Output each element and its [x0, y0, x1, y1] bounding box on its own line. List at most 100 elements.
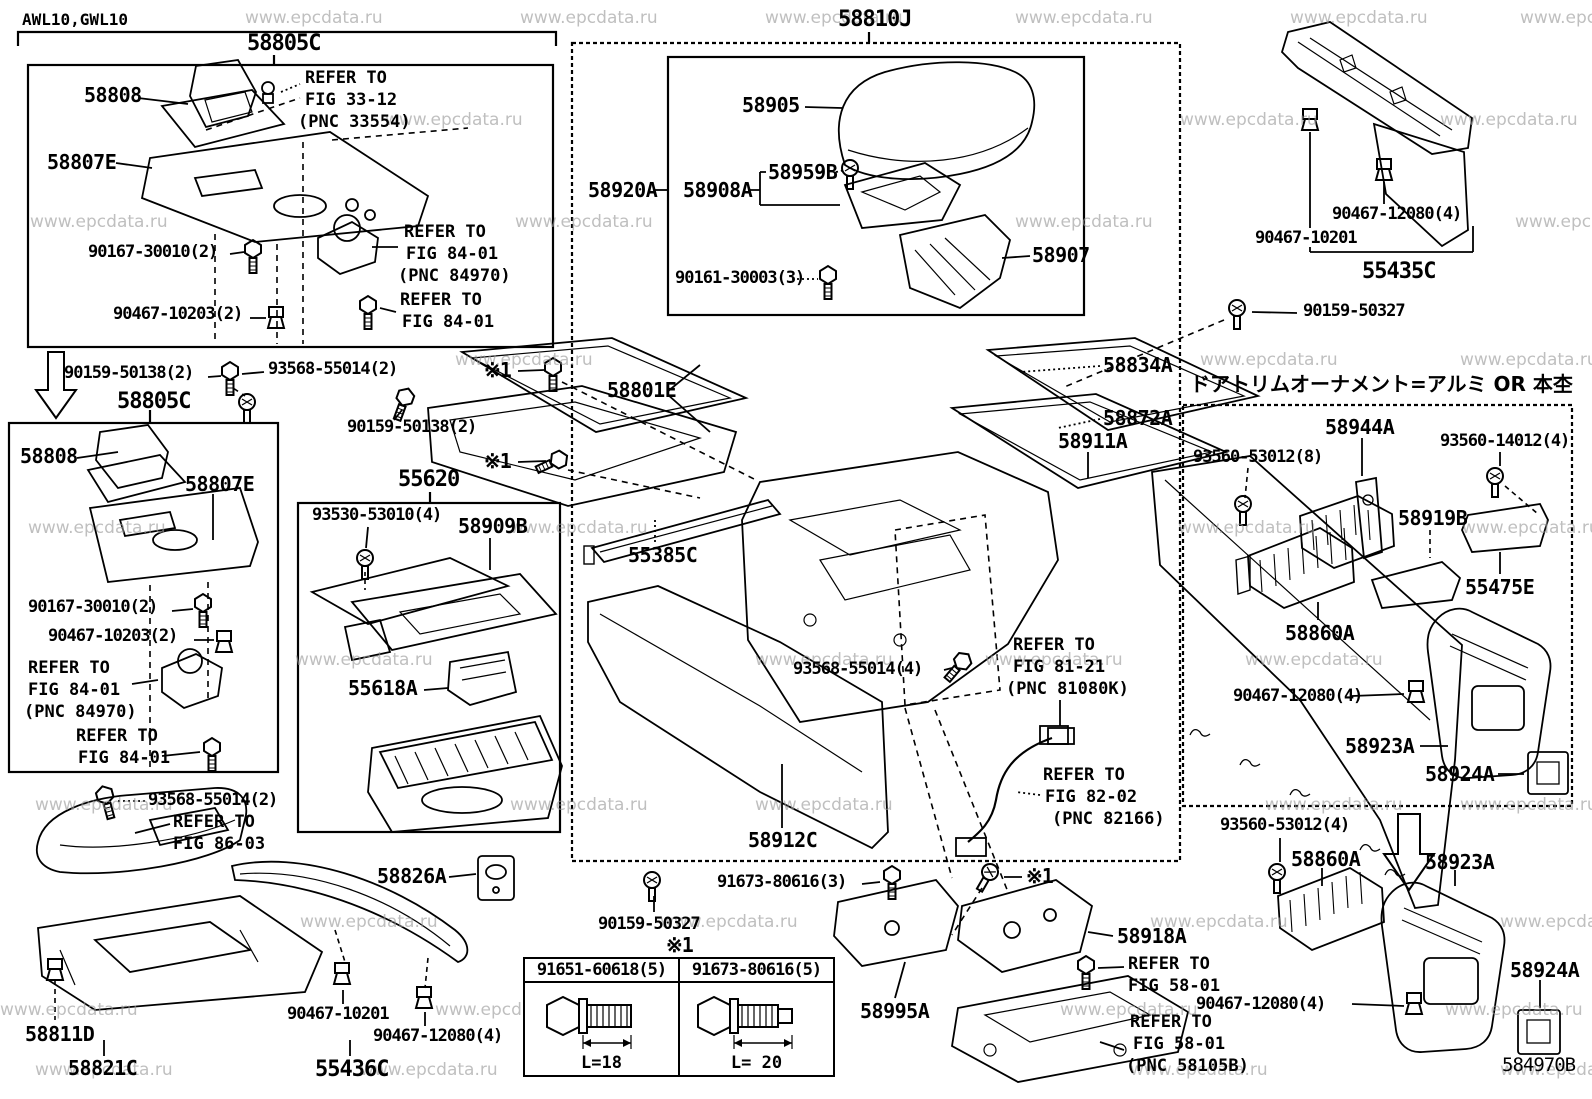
watermark-text: www.epcdata.ru — [1265, 795, 1403, 815]
note-line-fig8401: FIG 84-01 — [406, 244, 499, 264]
part-label-58995a: 58995A — [860, 999, 930, 1023]
part-label-58808: 58808 — [20, 444, 78, 468]
watermark-text: www.epcdata.ru — [1130, 1060, 1268, 1080]
watermark-text: www.epcdata.ru — [520, 8, 658, 28]
leader-lines — [76, 83, 1541, 1056]
watermark-text: www.epcdata.ru — [1445, 1000, 1583, 1020]
part-label-58923a: 58923A — [1345, 734, 1415, 758]
door-trim-parts — [1234, 467, 1569, 795]
part-label-58872a: 58872A — [1103, 406, 1173, 430]
watermark-text: www.epcdata.ru — [300, 912, 438, 932]
bolt-length-label: L= 20 — [730, 1053, 783, 1073]
asterisk-marker-1: ※1 — [484, 358, 512, 382]
fastener-label-91673806163: 91673-80616(3) — [717, 872, 847, 892]
fastener-label-90161300033: 90161-30003(3) — [675, 268, 805, 288]
watermark-text: www.epcdata.ru — [1500, 912, 1592, 932]
figure-number-584970b: 584970B — [1502, 1054, 1576, 1076]
asterisk-marker-1: ※1 — [1026, 864, 1054, 888]
watermark-text: www.epcdata.ru — [660, 912, 798, 932]
fastener-label-90467120804: 90467-12080(4) — [1196, 994, 1326, 1014]
note-line-pnc33554: (PNC 33554) — [298, 112, 411, 132]
fastener-label-9015950327: 90159-50327 — [598, 914, 701, 934]
watermark-text: www.epcdata.ru — [1245, 650, 1383, 670]
fastener-label-90167300102: 90167-30010(2) — [28, 597, 158, 617]
note-line-fig5801: FIG 58-01 — [1128, 976, 1221, 996]
note-line-pnc81080k: (PNC 81080K) — [1006, 679, 1129, 699]
section-boxes — [7, 30, 1574, 863]
fastener-label-90467102032: 90467-10203(2) — [48, 626, 178, 646]
note-line-referto: REFER TO — [28, 658, 110, 678]
asterisk-marker-1: ※1 — [484, 449, 512, 473]
assembly-label-55435c: 55435C — [1362, 259, 1436, 284]
part-label-58907: 58907 — [1032, 243, 1090, 267]
assembly-label-55436c: 55436C — [315, 1057, 389, 1082]
bolt-table-column: 91673-80616(5) L= 20 — [680, 959, 833, 1075]
watermark-text: www.epcdata.ru — [35, 1060, 173, 1080]
bolt-table-column: 91651-60618(5) L=18 — [525, 959, 680, 1075]
fastener-label-93568550142: 93568-55014(2) — [268, 359, 398, 379]
bolt-size-table: 91651-60618(5) L=18 91673-80616(5) — [523, 957, 835, 1077]
note-line-fig3312: FIG 33-12 — [305, 90, 398, 110]
note-line-referto: REFER TO — [1013, 635, 1095, 655]
bottom-right-parts — [1268, 863, 1561, 1055]
flow-arrows — [34, 351, 1436, 892]
box2-parts — [86, 424, 259, 772]
fastener-label-93560530124: 93560-53012(4) — [1220, 815, 1350, 835]
part-label-58944a: 58944A — [1325, 415, 1395, 439]
fastener-label-90167300102: 90167-30010(2) — [88, 242, 218, 262]
watermark-text: www.epcdata.ru — [1015, 212, 1153, 232]
note-line-referto: REFER TO — [76, 726, 158, 746]
fastener-label-93568550142: 93568-55014(2) — [148, 790, 278, 810]
part-label-58909b: 58909B — [458, 514, 528, 538]
bottom-left-parts — [36, 787, 515, 1020]
watermark-text: www.epcdata.ru — [0, 1000, 138, 1020]
watermark-text: www.epcdata.ru — [385, 110, 523, 130]
fastener-label-9015950327: 90159-50327 — [1303, 301, 1406, 321]
box3-parts — [309, 549, 563, 833]
top-right-parts — [1061, 21, 1473, 389]
fastener-label-90159501382: 90159-50138(2) — [347, 417, 477, 437]
fastener-label-93560530128: 93560-53012(8) — [1193, 447, 1323, 467]
note-line-fig8202: FIG 82-02 — [1045, 787, 1138, 807]
note-line-referto: REFER TO — [305, 68, 387, 88]
note-line-fig8401: FIG 84-01 — [78, 748, 171, 768]
bolt-l18-drawing — [546, 995, 632, 1049]
part-label-58959b: 58959B — [768, 160, 838, 184]
watermark-text: www.epcdata.ru — [1440, 110, 1578, 130]
bolt-part-number: 91673-80616(5) — [680, 959, 833, 983]
watermark-text: www.epcdata.ru — [1178, 518, 1316, 538]
bolt-drawing-cell: L= 20 — [680, 983, 833, 1075]
part-label-58905: 58905 — [742, 93, 800, 117]
part-label-58811d: 58811D — [25, 1022, 95, 1046]
watermark-text: www.epcdata.ru — [1515, 212, 1592, 232]
watermark-text: www.epcdata.ru — [1180, 110, 1318, 130]
note-line-referto: REFER TO — [1128, 954, 1210, 974]
part-label-58807e: 58807E — [185, 472, 255, 496]
note-japanese-or: ドアトリムオーナメント=アルミ OR 本杢 — [1190, 372, 1573, 396]
part-label-58821c: 58821C — [68, 1056, 138, 1080]
fastener-label-93568550144: 93568-55014(4) — [793, 659, 923, 679]
part-label-55385c: 55385C — [628, 543, 698, 567]
fastener-label-93560140124: 93560-14012(4) — [1440, 431, 1570, 451]
part-label-58924a: 58924A — [1425, 762, 1495, 786]
assembly-label-58805c: 58805C — [117, 389, 191, 414]
watermark-text: www.epcdata.ru — [510, 518, 648, 538]
part-label-58908a: 58908A — [683, 178, 753, 202]
assembly-label-58805c: 58805C — [247, 31, 321, 56]
note-line-fig8401: FIG 84-01 — [28, 680, 121, 700]
watermark-text: www.epcdata.ru — [510, 795, 648, 815]
note-line-referto: REFER TO — [1130, 1012, 1212, 1032]
part-label-58801e: 58801E — [607, 378, 677, 402]
armrest-parts — [819, 61, 1036, 310]
box1-parts — [140, 59, 469, 344]
part-label-58924a: 58924A — [1510, 958, 1580, 982]
note-line-pnc84970: (PNC 84970) — [24, 702, 137, 722]
part-label-58834a: 58834A — [1103, 353, 1173, 377]
part-label-58860a: 58860A — [1285, 621, 1355, 645]
watermark-text: www.epcdata.ru — [1520, 8, 1592, 28]
part-label-55618a: 55618A — [348, 676, 418, 700]
watermark-text: www.epcdata.ru — [1015, 8, 1153, 28]
part-label-58808: 58808 — [84, 83, 142, 107]
